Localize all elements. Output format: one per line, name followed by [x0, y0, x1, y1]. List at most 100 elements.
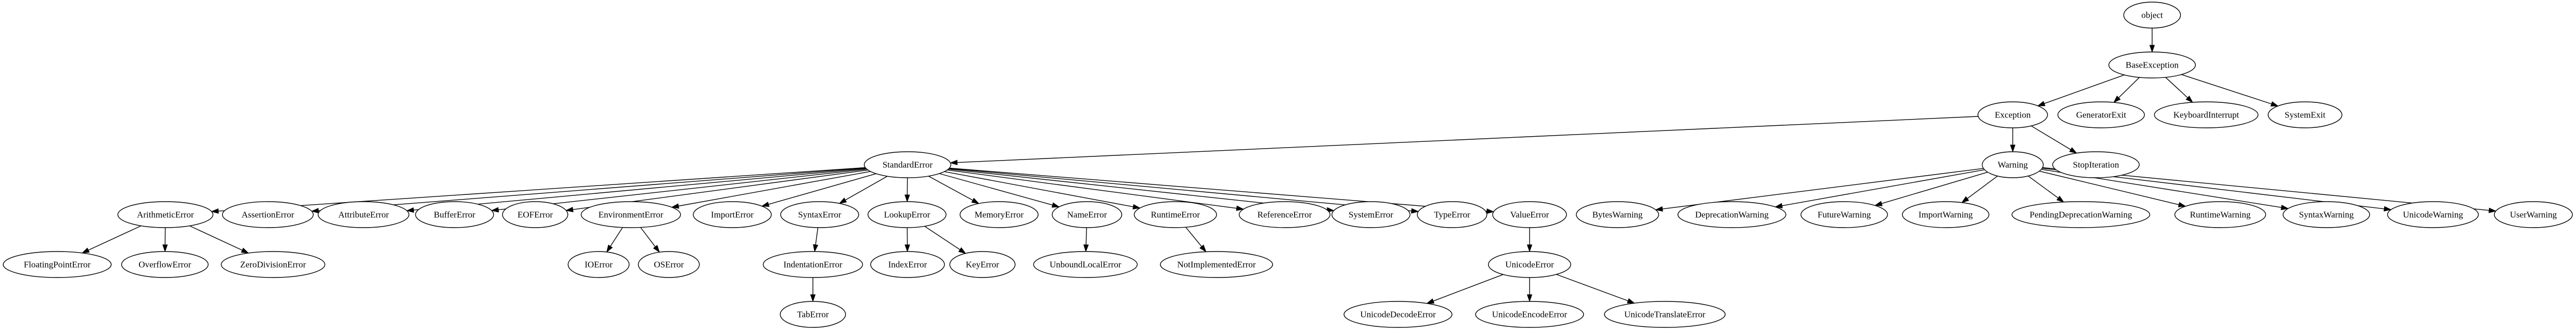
arrowhead-Warning-DeprecationWarning: [1775, 203, 1783, 208]
node-SyntaxError: SyntaxError: [780, 201, 859, 228]
node-label-FutureWarning: FutureWarning: [1818, 210, 1871, 220]
node-ellipse-AssertionError: [222, 201, 314, 228]
node-ellipse-UserWarning: [2494, 201, 2573, 228]
node-ellipse-KeyError: [949, 251, 1016, 278]
arrowhead-EnvironmentError-IOError: [606, 244, 613, 253]
node-label-MemoryError: MemoryError: [975, 210, 1024, 220]
arrowhead-Warning-RuntimeWarning: [2178, 202, 2186, 207]
node-EOFError: EOFError: [502, 201, 568, 228]
node-ellipse-ReferenceError: [1238, 201, 1331, 228]
node-ellipse-ValueError: [1492, 201, 1567, 228]
arrowhead-Warning-SyntaxWarning: [2281, 205, 2289, 210]
arrowhead-StandardError-ImportError: [761, 202, 770, 207]
edge-SyntaxError-IndentationError: [815, 227, 819, 245]
node-label-AttributeError: AttributeError: [338, 210, 389, 220]
node-label-ArithmeticError: ArithmeticError: [137, 210, 194, 220]
node-ellipse-KeyboardInterrupt: [2154, 101, 2259, 128]
arrowhead-StandardError-ValueError: [1486, 208, 1495, 214]
node-label-RuntimeWarning: RuntimeWarning: [2190, 210, 2251, 220]
node-ellipse-ImportError: [693, 201, 772, 228]
node-UnboundLocalError: UnboundLocalError: [1033, 251, 1138, 278]
arrowhead-IndentationError-TabError: [810, 294, 816, 302]
node-ellipse-SyntaxWarning: [2283, 201, 2371, 228]
edge-BaseException-SystemExit: [2181, 74, 2272, 104]
node-label-ReferenceError: ReferenceError: [1258, 210, 1312, 220]
node-OverflowError: OverflowError: [121, 251, 209, 278]
node-label-SyntaxWarning: SyntaxWarning: [2299, 210, 2354, 220]
node-UnicodeDecodeError: UnicodeDecodeError: [1343, 301, 1453, 328]
node-label-ValueError: ValueError: [1510, 210, 1549, 220]
node-SystemExit: SystemExit: [2268, 101, 2342, 128]
node-ellipse-ImportWarning: [1901, 201, 1989, 228]
node-label-EOFError: EOFError: [517, 210, 553, 220]
node-label-PendingDeprecationWarning: PendingDeprecationWarning: [2030, 210, 2132, 220]
edge-Warning-RuntimeWarning: [2039, 170, 2179, 205]
node-BufferError: BufferError: [415, 201, 494, 228]
edge-BaseException-GeneratorExit: [2118, 77, 2140, 98]
node-ellipse-BufferError: [415, 201, 494, 228]
node-ellipse-DeprecationWarning: [1677, 201, 1787, 228]
edge-LookupError-KeyError: [924, 226, 961, 250]
arrowhead-BaseException-SystemExit: [2270, 101, 2279, 107]
arrowhead-Warning-UnicodeWarning: [2384, 206, 2392, 212]
node-ellipse-TabError: [780, 301, 846, 328]
node-label-IndentationError: IndentationError: [783, 260, 843, 270]
arrowhead-UnicodeError-UnicodeTranslateError: [1627, 298, 1635, 303]
node-ellipse-UnicodeError: [1488, 251, 1571, 278]
edge-ArithmeticError-FloatingPointError: [88, 225, 141, 251]
node-ellipse-FutureWarning: [1800, 201, 1888, 228]
node-label-Exception: Exception: [1995, 110, 2031, 120]
node-ellipse-OSError: [638, 251, 700, 278]
edge-EnvironmentError-OSError: [640, 227, 656, 247]
edge-BaseException-KeyboardInterrupt: [2165, 77, 2188, 98]
node-label-NameError: NameError: [1067, 210, 1107, 220]
node-label-BufferError: BufferError: [434, 210, 475, 220]
arrowhead-StandardError-SyntaxError: [838, 197, 847, 204]
arrowhead-Warning-BytesWarning: [1654, 206, 1663, 212]
node-UserWarning: UserWarning: [2494, 201, 2573, 228]
edge-StandardError-ArithmeticError: [218, 167, 865, 212]
node-label-OSError: OSError: [654, 260, 684, 270]
node-ellipse-ZeroDivisionError: [221, 251, 326, 278]
edge-StandardError-BufferError: [498, 168, 867, 210]
node-ArithmeticError: ArithmeticError: [117, 201, 214, 228]
node-object: object: [2123, 2, 2181, 29]
arrowhead-StandardError-ReferenceError: [1236, 205, 1245, 211]
arrowhead-NameError-UnboundLocalError: [1083, 244, 1089, 253]
arrowhead-Exception-StopIteration: [2069, 147, 2078, 154]
node-ellipse-LookupError: [868, 201, 947, 228]
edge-StandardError-SyntaxError: [845, 176, 888, 201]
node-SyntaxWarning: SyntaxWarning: [2283, 201, 2371, 228]
arrowhead-UnicodeError-UnicodeEncodeError: [1526, 294, 1533, 302]
edge-ArithmeticError-ZeroDivisionError: [189, 225, 243, 251]
node-label-BaseException: BaseException: [2126, 60, 2179, 70]
node-SystemError: SystemError: [1331, 201, 1410, 228]
node-Warning: Warning: [1982, 151, 2044, 178]
arrowhead-BaseException-KeyboardInterrupt: [2185, 95, 2194, 103]
node-label-KeyboardInterrupt: KeyboardInterrupt: [2173, 110, 2240, 120]
node-ellipse-MemoryError: [960, 201, 1039, 228]
node-GeneratorExit: GeneratorExit: [2057, 101, 2145, 128]
node-ellipse-IndexError: [870, 251, 945, 278]
arrowhead-StandardError-BufferError: [490, 207, 499, 213]
edge-StandardError-MemoryError: [928, 176, 973, 201]
node-UnicodeWarning: UnicodeWarning: [2387, 201, 2479, 228]
node-label-object: object: [2141, 10, 2163, 20]
arrowhead-StandardError-ArithmeticError: [211, 208, 219, 214]
node-label-GeneratorExit: GeneratorExit: [2076, 110, 2127, 120]
node-ellipse-StopIteration: [2052, 151, 2140, 178]
node-RuntimeError: RuntimeError: [1134, 201, 1217, 228]
node-ImportWarning: ImportWarning: [1901, 201, 1989, 228]
arrowhead-StandardError-TypeError: [1411, 208, 1419, 214]
node-label-UnicodeWarning: UnicodeWarning: [2403, 210, 2463, 220]
node-KeyError: KeyError: [949, 251, 1016, 278]
arrowhead-StandardError-LookupError: [904, 194, 910, 203]
node-ellipse-UnicodeDecodeError: [1343, 301, 1453, 328]
arrowhead-UnicodeError-UnicodeDecodeError: [1426, 298, 1435, 304]
node-ellipse-BaseException: [2108, 51, 2196, 78]
node-RuntimeWarning: RuntimeWarning: [2174, 201, 2267, 228]
node-BytesWarning: BytesWarning: [1576, 201, 1659, 228]
edge-StandardError-EnvironmentError: [678, 171, 871, 207]
edge-Warning-FutureWarning: [1881, 171, 1988, 204]
